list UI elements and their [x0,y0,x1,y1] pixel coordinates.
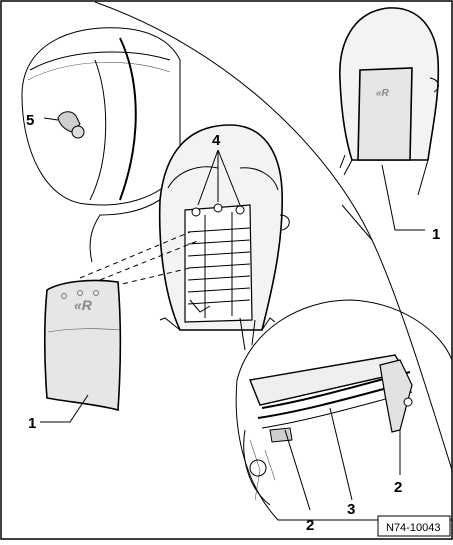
figure-reference: N74-10043 [386,522,440,534]
background-arc [94,1,453,471]
callout-5: 5 [26,112,34,129]
reference-box [377,515,451,537]
callout-3: 3 [347,501,355,518]
alignment-dashes [79,231,201,293]
leader-1-left [40,394,89,423]
bottom-clip-left [269,427,293,443]
detail-inner-edge [89,59,107,201]
panel-clip-2 [77,290,83,296]
panel-body [43,279,122,412]
callout-1-right: 1 [432,226,440,243]
bottom-frame-curve [243,429,271,506]
panel-logo: «R [74,297,93,313]
center-seat-bolsters [167,166,279,191]
leader-5 [43,117,59,121]
clip-hole-3 [235,205,245,215]
leader-2-left [284,429,311,511]
overview-seat: «R [339,7,440,231]
overview-seat-panel [357,67,413,161]
detached-panel: «R [40,279,122,423]
overview-seat-latch [429,77,439,93]
panel-clip-3 [93,290,99,296]
bottom-bolt [403,397,413,407]
panel-seam [47,328,121,333]
detail-seam-1 [29,51,171,71]
overview-logo: «R [376,88,390,99]
leader-3 [329,407,353,501]
leader-1-top [381,164,425,231]
callout-4: 4 [212,132,221,149]
bottom-frame-hatch [249,439,276,501]
callout-1-left: 1 [28,415,36,432]
detail-seat-edge [119,37,137,201]
clip-hole-1 [191,207,201,217]
center-seat-springs [187,212,251,318]
callout-2-right: 2 [394,479,402,496]
detail-clip-hole [71,125,85,139]
leader-4 [197,149,241,206]
callout-2-left: 2 [306,517,314,534]
bottom-frame-hole [249,459,267,477]
overview-seat-legs [339,154,429,196]
arc-pointer [341,204,373,241]
detail-circle-bottom [235,299,453,521]
center-seat-legs [239,317,256,351]
center-seat-opening [184,204,253,323]
clip-hole-2 [213,203,223,213]
detail-seam-2 [27,62,171,81]
panel-clip-1 [61,293,67,299]
center-seat-hinges [159,299,276,331]
center-seat-latch [279,214,290,231]
center-seat [158,124,290,351]
